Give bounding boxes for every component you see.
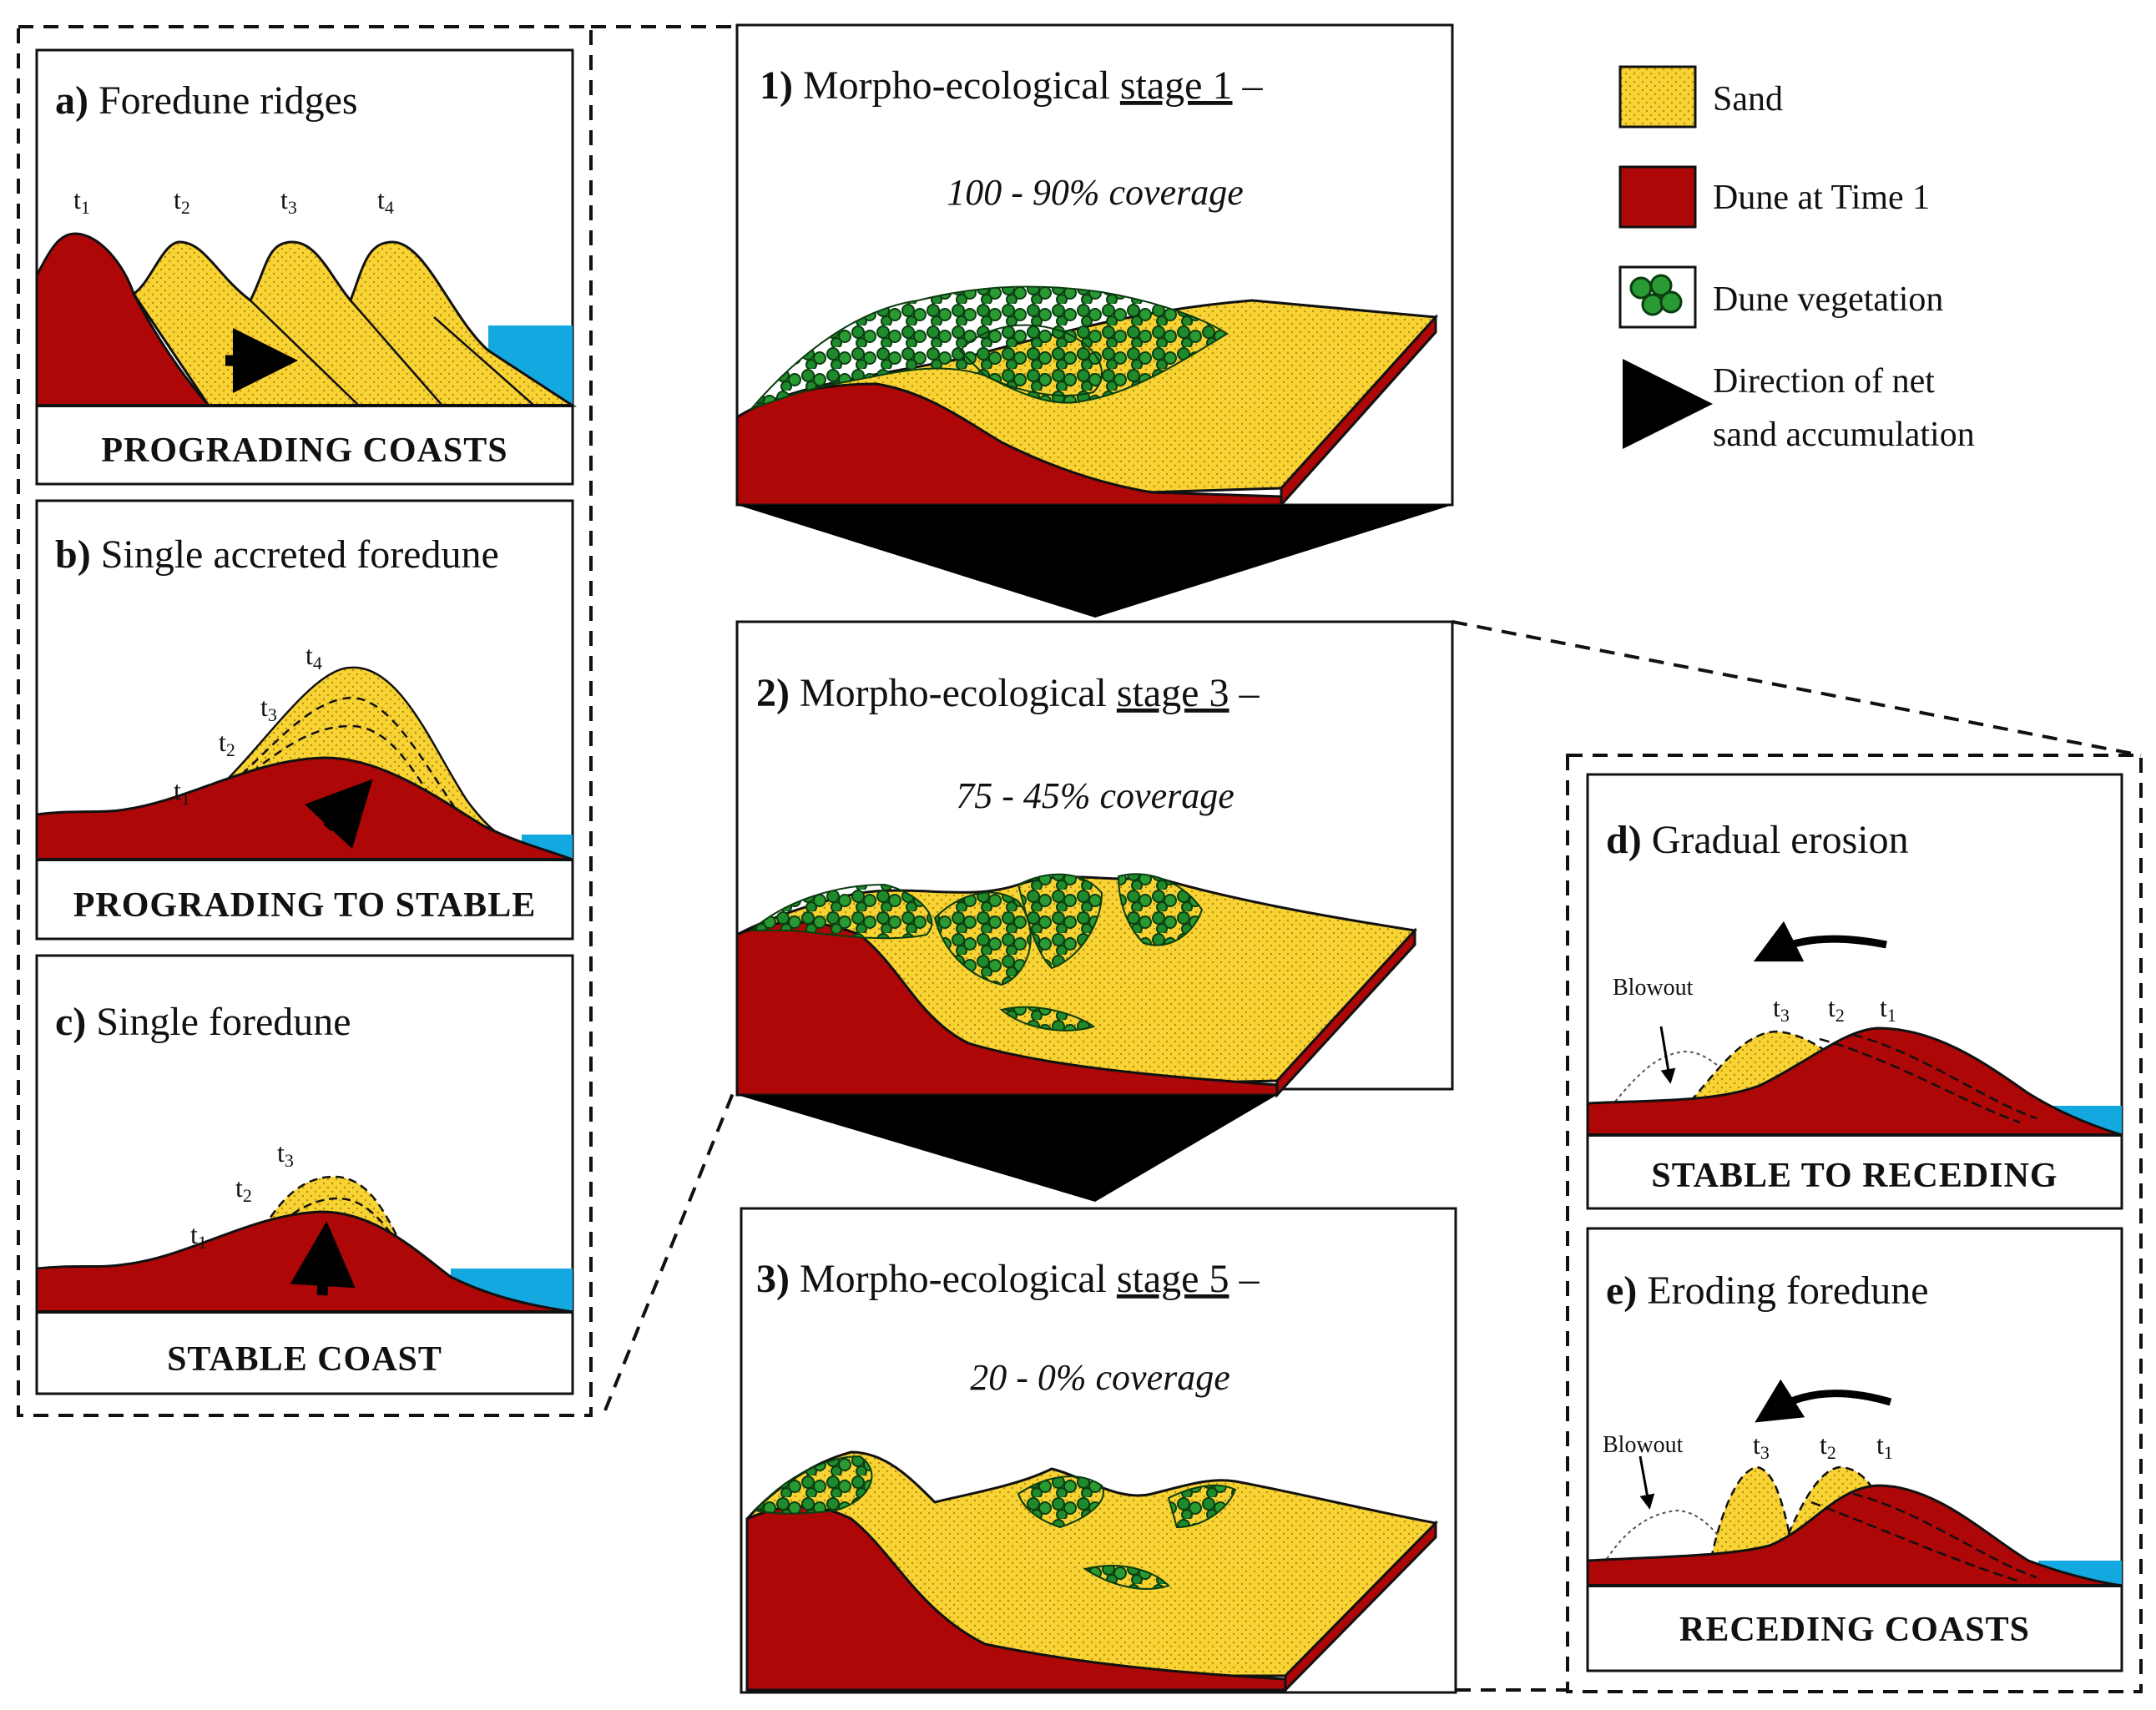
erosion-arrow-icon: [1753, 921, 1887, 962]
time-label: t1: [73, 184, 90, 218]
right-group-frame: [1566, 754, 2143, 1693]
stage-2-title: 2) Morpho-ecological stage 3 –: [756, 671, 1260, 715]
vegetation-cover: [754, 1455, 873, 1515]
time-label: t1: [1880, 992, 1896, 1026]
vegetation-icon: [1629, 274, 1683, 316]
time-label: t1: [174, 775, 190, 809]
time-label: t2: [235, 1173, 252, 1206]
time-label: t4: [305, 640, 322, 673]
panel-a-title: a) Foredune ridges: [55, 78, 358, 123]
panel-d: d) Gradual erosion Blowout t3 t2 t1 STAB…: [1586, 773, 2123, 1210]
stage-1-title: 1) Morpho-ecological stage 1 –: [760, 63, 1263, 108]
left-group-frame: [17, 25, 593, 1417]
transition-funnel: [737, 505, 1452, 618]
panel-e-title: e) Eroding foredune: [1606, 1269, 1929, 1313]
time-label: t1: [190, 1219, 207, 1253]
panel-e-caption: RECEDING COASTS: [1679, 1611, 2030, 1649]
panel-c-title: c) Single foredune: [55, 1000, 351, 1044]
time-label: t2: [219, 727, 235, 760]
stage-3-title: 3) Morpho-ecological stage 5 –: [756, 1257, 1260, 1301]
dune-time1: [1586, 1484, 2123, 1587]
legend-vegetation-label: Dune vegetation: [1713, 280, 1943, 319]
legend: Sand Dune at Time 1 Dune vegetation Dire…: [1618, 65, 1975, 454]
legend-direction-line2: sand accumulation: [1713, 416, 1975, 454]
time-label: t3: [260, 692, 277, 725]
blowout-label: Blowout: [1613, 975, 1694, 1001]
panel-c: c) Single foredune t1 t2 t3 STABLE COAST: [35, 954, 574, 1395]
time-label: t4: [377, 184, 394, 218]
stage-3-coverage: 20 - 0% coverage: [970, 1357, 1230, 1398]
blowout-pointer-icon: [1659, 1026, 1676, 1084]
panel-b-caption: PROGRADING TO STABLE: [73, 886, 536, 925]
panel-b: b) Single accreted foredune t1 t2 t3 t4 …: [35, 499, 574, 941]
time-label: t2: [174, 184, 190, 218]
time-label: t1: [1876, 1430, 1893, 1463]
vegetation-cover: [749, 883, 933, 940]
accumulation-arrow-icon: [290, 1221, 356, 1296]
stage-3-panel: 3) Morpho-ecological stage 5 – 20 - 0% c…: [740, 1207, 1457, 1694]
time-label: t3: [1773, 992, 1790, 1026]
panel-a-caption: PROGRADING COASTS: [101, 431, 507, 470]
legend-sand-swatch: [1618, 65, 1697, 129]
legend-dune-swatch: [1618, 165, 1697, 229]
stage-1-panel: 1) Morpho-ecological stage 1 – 100 - 90%…: [735, 23, 1454, 618]
panel-c-caption: STABLE COAST: [167, 1340, 442, 1379]
dune-time1: [1586, 1027, 2123, 1137]
panel-d-title: d) Gradual erosion: [1606, 818, 1909, 862]
blowout-pointer-icon: [1638, 1455, 1655, 1510]
legend-sand-label: Sand: [1713, 80, 1783, 119]
transition-funnel: [737, 1095, 1277, 1202]
stage-1-coverage: 100 - 90% coverage: [947, 172, 1244, 213]
panel-d-caption: STABLE TO RECEDING: [1651, 1157, 2058, 1195]
time-label: t3: [1753, 1430, 1770, 1463]
time-label: t3: [277, 1137, 294, 1171]
legend-direction-line1: Direction of net: [1713, 362, 1935, 401]
accumulation-arrow-icon: [304, 779, 373, 850]
stage-2-panel: 2) Morpho-ecological stage 3 – 75 - 45% …: [735, 620, 1454, 1202]
erosion-arrow-icon: [1755, 1379, 1892, 1423]
dune-time1: [35, 232, 212, 407]
time-label: t2: [1820, 1430, 1836, 1463]
time-label: t2: [1828, 992, 1845, 1026]
panel-b-title: b) Single accreted foredune: [55, 532, 499, 577]
panel-e: e) Eroding foredune Blowout t3 t2 t1 REC…: [1586, 1227, 2123, 1672]
blowout-label: Blowout: [1603, 1432, 1684, 1458]
panel-a: a) Foredune ridges t1 t2 t3 t4 PROGRADIN…: [35, 48, 578, 486]
stage-2-coverage: 75 - 45% coverage: [956, 775, 1235, 816]
legend-dune-label: Dune at Time 1: [1713, 179, 1930, 217]
time-label: t3: [280, 184, 297, 218]
